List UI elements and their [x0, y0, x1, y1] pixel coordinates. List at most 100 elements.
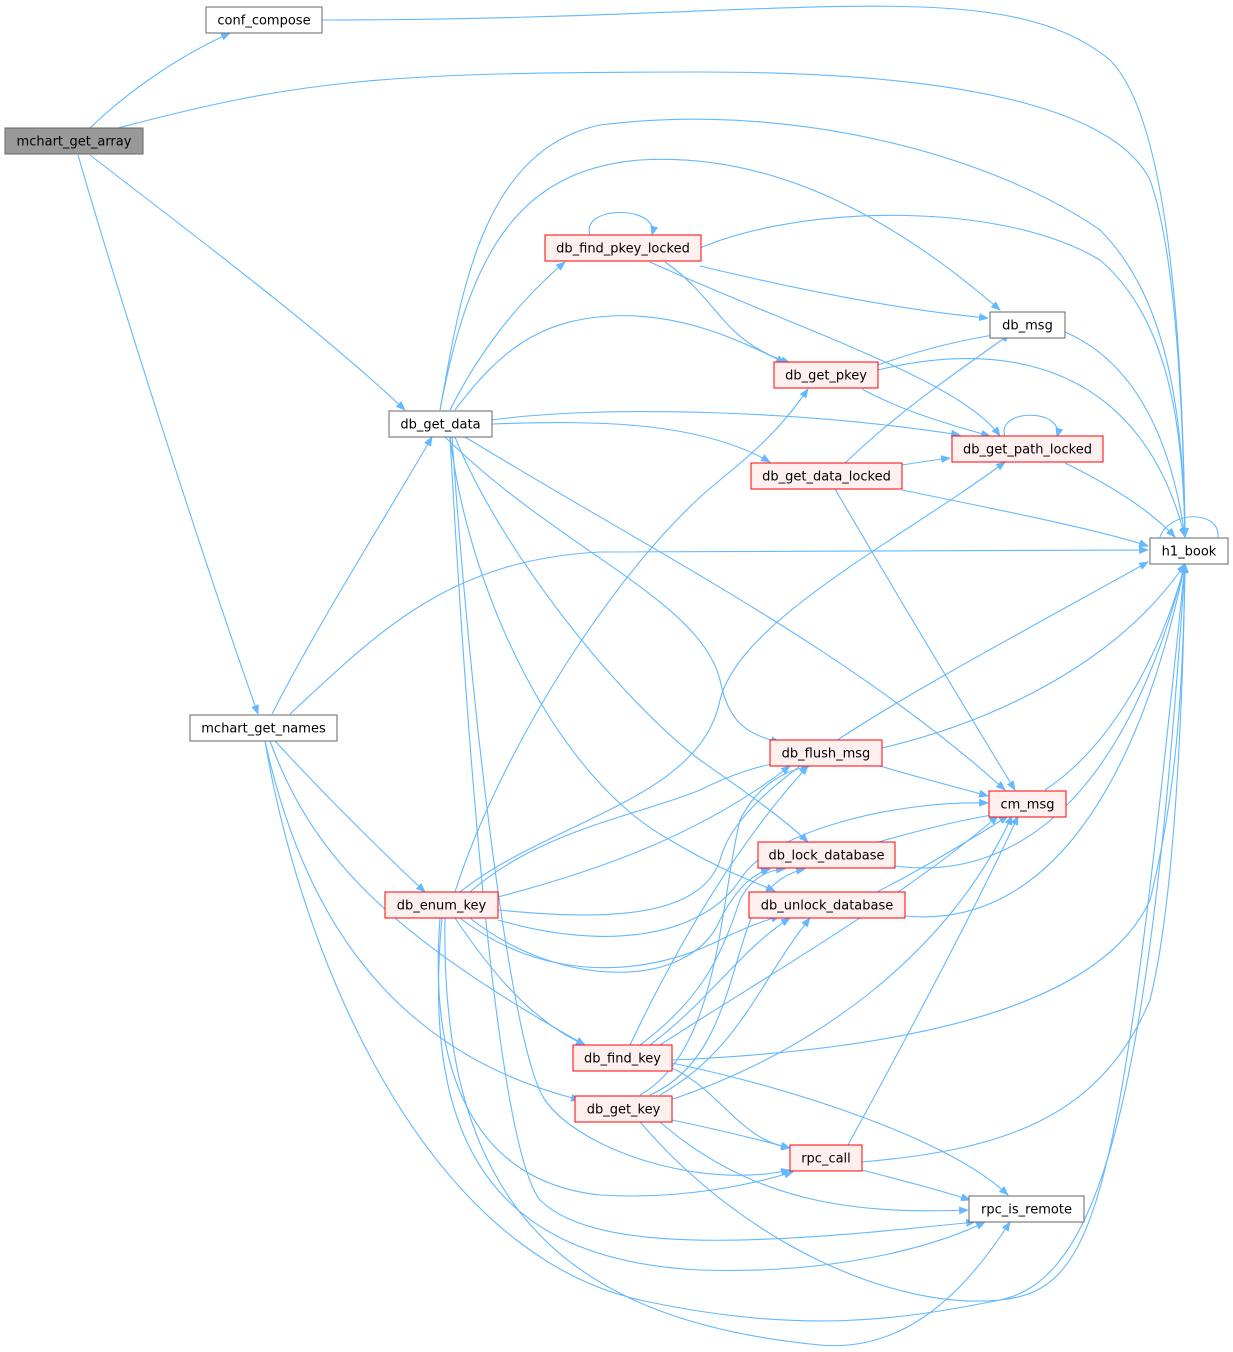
edge-db-enum-key-to-db-get-pkey	[454, 388, 809, 893]
edge-db-find-key-to-db-flush-msg	[629, 765, 809, 1046]
node-mchart-get-array[interactable]: mchart_get_array	[4, 127, 144, 155]
edge-db-find-key-to-db-unlock-database	[649, 917, 791, 1046]
edge-db-find-key-to-h1-book	[671, 563, 1189, 1061]
node-db-find-key[interactable]: db_find_key	[572, 1044, 673, 1072]
edge-db-enum-key-to-db-unlock-database	[459, 914, 781, 969]
node-box	[574, 1095, 673, 1123]
node-label: mchart_get_array	[17, 135, 132, 150]
node-db-get-data-locked[interactable]: db_get_data_locked	[750, 462, 903, 490]
edge-db-find-pkey-locked-to-db-msg	[699, 265, 989, 322]
node-label: db_unlock_database	[761, 899, 894, 914]
edge-db-msg-to-h1-book	[1064, 331, 1188, 538]
node-box	[388, 410, 493, 438]
edge-db-get-data-to-h1-book	[439, 118, 1189, 538]
edge-mchart-get-names-to-db-get-data	[271, 436, 433, 715]
edge-rpc-call-to-h1-book	[861, 563, 1189, 1163]
node-box	[4, 127, 144, 155]
node-label: db_enum_key	[397, 899, 487, 914]
edges	[77, 5, 1219, 1347]
node-rpc-call[interactable]: rpc_call	[789, 1144, 863, 1172]
node-rpc-is-remote[interactable]: rpc_is_remote	[968, 1195, 1085, 1223]
edge-db-get-data-to-db-lock-database	[454, 436, 809, 843]
node-cm-msg[interactable]: cm_msg	[988, 790, 1067, 818]
node-label: rpc_is_remote	[981, 1203, 1072, 1218]
edge-db-find-pkey-locked-self	[588, 211, 659, 236]
edge-db-get-key-to-rpc-is-remote	[659, 1121, 969, 1215]
node-h1-book[interactable]: h1_book	[1149, 537, 1229, 565]
edge-db-get-data-to-rpc-is-remote	[449, 436, 976, 1241]
edge-db-enum-key-to-db-flush-msg	[469, 759, 786, 893]
node-label: db_get_pkey	[785, 369, 867, 384]
node-box	[384, 891, 499, 919]
edge-db-get-pkey-to-db-get-path-locked	[861, 388, 991, 438]
node-box	[951, 435, 1104, 463]
node-label: db_get_data_locked	[762, 470, 891, 485]
node-db-find-pkey-locked[interactable]: db_find_pkey_locked	[544, 234, 702, 262]
edge-mchart-get-names-to-h1-book	[289, 546, 1149, 715]
node-label: mchart_get_names	[201, 722, 326, 737]
edge-db-flush-msg-to-cm-msg	[879, 765, 989, 798]
node-db-get-path-locked[interactable]: db_get_path_locked	[951, 435, 1104, 463]
node-box	[1149, 537, 1229, 565]
edge-rpc-call-to-cm-msg	[847, 815, 1019, 1146]
node-db-msg[interactable]: db_msg	[989, 311, 1066, 339]
edge-db-get-key-to-db-lock-database	[649, 866, 806, 1096]
edge-db-get-data-locked-to-h1-book	[901, 489, 1149, 547]
edge-db-get-key-to-h1-book	[639, 563, 1189, 1302]
node-box	[968, 1195, 1085, 1223]
edge-mchart-get-array-to-conf-compose	[89, 32, 231, 129]
node-db-lock-database[interactable]: db_lock_database	[757, 841, 896, 869]
node-box	[544, 234, 702, 262]
node-box	[572, 1044, 673, 1072]
edge-mchart-get-array-to-h1-book	[117, 71, 1189, 538]
edge-db-get-key-to-rpc-call	[671, 1119, 791, 1150]
node-db-flush-msg[interactable]: db_flush_msg	[769, 739, 883, 767]
edge-db-enum-key-to-db-lock-database	[469, 867, 771, 973]
node-label: db_lock_database	[768, 849, 884, 864]
node-label: rpc_call	[801, 1152, 851, 1167]
node-box	[189, 714, 338, 742]
edge-db-lock-database-to-cm-msg	[874, 811, 999, 844]
edge-db-enum-key-to-rpc-call	[437, 917, 794, 1197]
edge-db-get-data-to-db-get-data-locked	[491, 422, 771, 463]
edge-db-flush-msg-to-h1-book	[881, 563, 1186, 749]
edge-rpc-call-to-rpc-is-remote	[861, 1169, 971, 1201]
edge-db-get-pkey-to-db-msg	[877, 331, 1001, 366]
edge-db-get-path-locked-to-h1-book	[1064, 462, 1176, 538]
edge-db-find-key-to-rpc-is-remote	[671, 1062, 1009, 1196]
edge-db-enum-key-to-db-flush-msg-2	[497, 765, 791, 898]
node-box	[988, 790, 1067, 818]
node-label: db_find_pkey_locked	[556, 242, 690, 257]
node-db-enum-key[interactable]: db_enum_key	[384, 891, 499, 919]
node-db-unlock-database[interactable]: db_unlock_database	[748, 891, 906, 919]
edge-db-find-key-to-db-lock-database	[639, 865, 786, 1046]
node-label: conf_compose	[217, 14, 310, 29]
edge-db-get-key-to-cm-msg	[669, 815, 1013, 1101]
node-mchart-get-names[interactable]: mchart_get_names	[189, 714, 338, 742]
edge-mchart-get-names-to-db-get-key	[264, 740, 581, 1102]
node-label: db_find_key	[584, 1052, 661, 1067]
edge-db-enum-key-to-db-get-path-locked	[459, 461, 1006, 893]
edge-db-get-data-locked-to-db-msg	[844, 333, 1011, 464]
node-db-get-data[interactable]: db_get_data	[388, 410, 493, 438]
node-label: db_msg	[1002, 319, 1053, 334]
node-db-get-pkey[interactable]: db_get_pkey	[773, 361, 879, 389]
node-box	[773, 361, 879, 389]
node-label: db_get_data	[400, 418, 480, 433]
edge-db-find-pkey-locked-to-db-get-path-locked	[649, 261, 1001, 437]
edge-db-get-key-to-db-flush-msg	[639, 763, 811, 1096]
edge-mchart-get-names-to-h1-book-lower	[264, 563, 1189, 1322]
edge-db-enum-key-to-rpc-is-remote-2	[444, 917, 1011, 1347]
node-db-get-key[interactable]: db_get_key	[574, 1095, 673, 1123]
edge-db-get-data-to-db-unlock-database	[449, 436, 776, 892]
edge-db-find-key-to-rpc-call	[671, 1067, 791, 1151]
edge-db-enum-key-to-cm-msg	[497, 798, 989, 937]
node-box	[750, 462, 903, 490]
edge-cm-msg-to-h1-book	[1044, 563, 1187, 791]
node-conf-compose[interactable]: conf_compose	[205, 6, 323, 34]
edge-db-find-pkey-locked-to-db-get-pkey	[664, 261, 791, 364]
edge-mchart-get-array-to-db-get-data	[89, 154, 406, 411]
node-box	[789, 1144, 863, 1172]
nodes: mchart_get_array conf_compose db_get_datam…	[4, 6, 1229, 1223]
node-box	[748, 891, 906, 919]
